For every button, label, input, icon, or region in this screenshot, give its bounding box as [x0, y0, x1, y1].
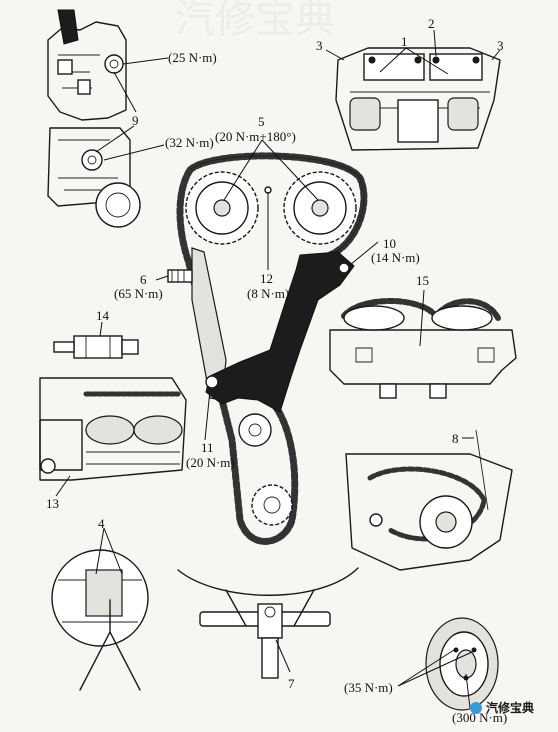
timing-chain-assembly: [155, 139, 379, 545]
torque-35-label: (35 N·m): [344, 680, 393, 695]
camshaft-lock-view: [39, 377, 187, 497]
torque-12-label: (8 N·m): [247, 286, 289, 301]
crank-chain-view: [345, 429, 513, 571]
callout-14: 14: [96, 308, 110, 323]
crank-pulley-view: [397, 617, 499, 711]
watermark-badge-text: 汽修宝典: [486, 700, 534, 715]
callout-9: 9: [132, 113, 139, 128]
callout-1: 1: [401, 34, 408, 49]
watermark-logo-icon: [470, 702, 482, 714]
tensioner-tool-view: [53, 321, 139, 359]
torque-6-label: (65 N·m): [114, 286, 163, 301]
torque-5-label: (20 N·m+180°): [215, 129, 296, 144]
callout-15: 15: [416, 273, 429, 288]
camshaft-cap-view: [325, 29, 501, 151]
background-watermark: 汽修宝典: [175, 0, 335, 42]
callout-11: 11: [201, 440, 214, 455]
callout-10: 10: [383, 236, 396, 251]
torque-10-label: (14 N·m): [371, 250, 420, 265]
callout-5: 5: [258, 114, 265, 129]
callout-12: 12: [260, 271, 273, 286]
torque-32-label: (32 N·m): [165, 135, 214, 150]
callout-8: 8: [452, 431, 459, 446]
callout-7: 7: [288, 676, 295, 691]
callout-3-left: 3: [316, 38, 323, 53]
callout-6: 6: [140, 272, 147, 287]
torque-25-label: (25 N·m): [168, 50, 217, 65]
callout-2: 2: [428, 16, 435, 31]
cam-cover-chain-view: [329, 289, 517, 399]
callout-4: 4: [98, 516, 105, 531]
torque-300-label: (300 N·m): [452, 710, 507, 725]
magnified-view: [51, 527, 149, 691]
cylinder-head-bolt-view: [47, 9, 169, 228]
callout-13: 13: [46, 496, 59, 511]
callout-3-right: 3: [497, 38, 504, 53]
watermark-badge: 汽修宝典: [470, 700, 534, 715]
torque-11-label: (20 N·m): [186, 455, 235, 470]
puller-tool-view: [177, 567, 359, 679]
